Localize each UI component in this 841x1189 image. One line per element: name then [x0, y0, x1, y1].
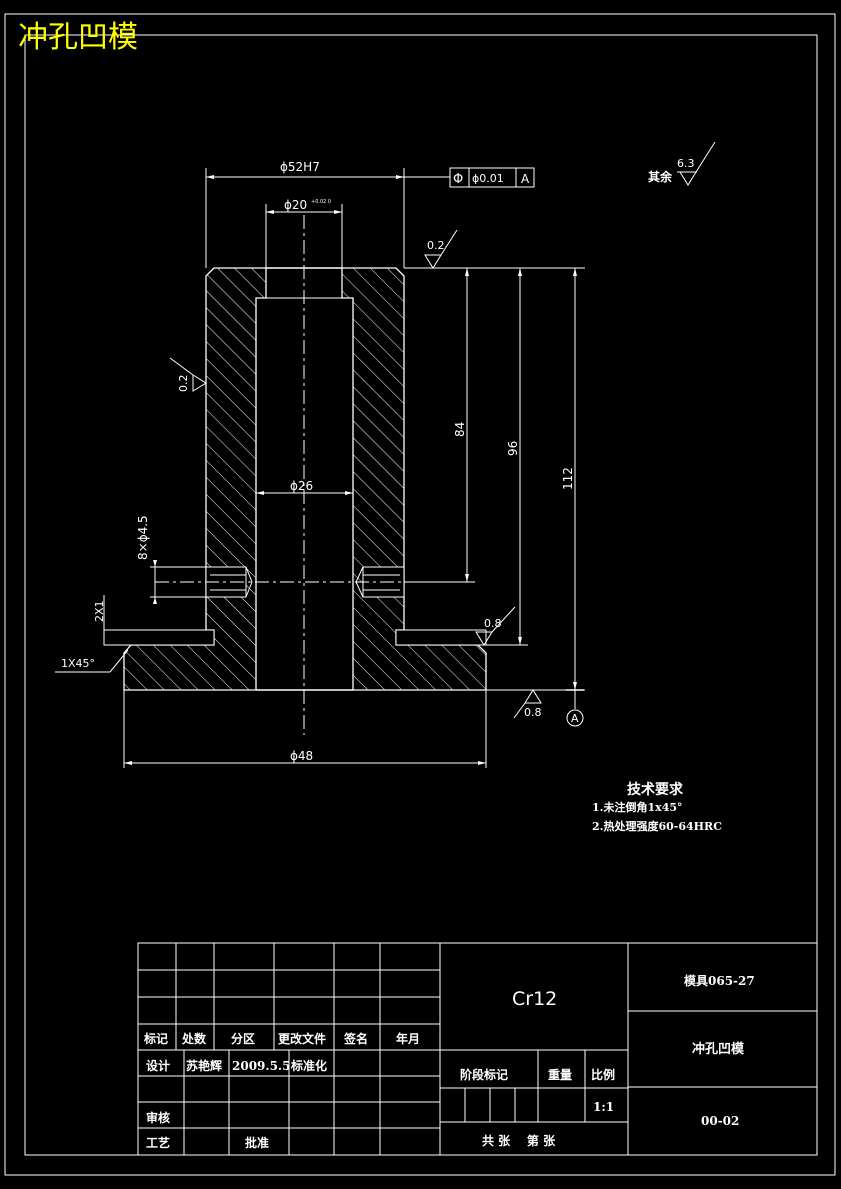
dim-96: 96 — [506, 441, 520, 456]
roughness-rest-value: 6.3 — [677, 157, 695, 170]
header-signature: 签名 — [343, 1031, 368, 1046]
part-code: 00-02 — [701, 1114, 739, 1128]
outer-border — [4, 13, 836, 1176]
weight-label: 重量 — [548, 1067, 572, 1082]
drawing-title: 冲孔凹模 — [18, 20, 138, 55]
part-section — [103, 215, 487, 735]
process-label: 工艺 — [146, 1135, 170, 1150]
header-mark: 标记 — [143, 1031, 168, 1046]
roughness-left: 0.2 — [177, 375, 190, 393]
dimensions: ϕ52H7 Φ ϕ0.01 A ϕ20 +0.02 0 ϕ26 ϕ48 — [55, 160, 585, 768]
scale-label: 比例 — [591, 1067, 615, 1082]
material-label: Cr12 — [512, 988, 557, 1010]
hatch-right — [341, 267, 487, 691]
dim-chamfer: 1X45° — [61, 657, 95, 670]
roughness-bottom: 0.8 — [524, 706, 542, 719]
tolerance-frame: Φ ϕ0.01 A — [449, 167, 535, 188]
part-name: 冲孔凹模 — [692, 1041, 745, 1057]
datum-marker — [566, 709, 584, 727]
review-label: 审核 — [146, 1110, 170, 1125]
title-block: 标记 处数 分区 更改文件 签名 年月 设计 苏艳辉 2009.5.5 标准化 … — [137, 942, 818, 1156]
design-date: 2009.5.5 — [232, 1059, 290, 1073]
roughness-right: 0.8 — [484, 617, 502, 630]
roughness-rest-label: 其余 — [648, 169, 673, 184]
dim-hole-mid: ϕ26 — [290, 479, 313, 493]
header-count: 处数 — [181, 1031, 207, 1046]
dim-base-diameter: ϕ48 — [290, 749, 313, 763]
tolerance-symbol: Φ — [453, 172, 463, 187]
tolerance-datum: A — [521, 172, 530, 186]
technical-notes: 技术要求 1.未注倒角1x45° 2.热处理强度60-64HRC — [592, 781, 722, 833]
dim-hole-top-tol: +0.02 0 — [311, 199, 331, 205]
standardize-label: 标准化 — [290, 1058, 327, 1073]
tolerance-value: ϕ0.01 — [472, 172, 504, 185]
sheets-label: 共 张 第 张 — [482, 1133, 556, 1148]
approve-label: 批准 — [245, 1135, 269, 1150]
dim-84: 84 — [453, 422, 467, 437]
drawing-number: 模具065-27 — [684, 973, 755, 988]
scale-value: 1:1 — [593, 1100, 614, 1114]
notes-heading: 技术要求 — [627, 781, 684, 798]
dim-outer-diameter: ϕ52H7 — [280, 160, 320, 174]
notes-item: 1.未注倒角1x45° — [592, 800, 683, 814]
dim-112: 112 — [561, 467, 575, 490]
roughness-marks: 0.2 0.2 0.8 0.8 其余 6.3 — [169, 141, 716, 719]
designer-name: 苏艳辉 — [186, 1058, 222, 1073]
roughness-top: 0.2 — [427, 239, 445, 252]
design-label: 设计 — [146, 1058, 170, 1073]
header-change-file: 更改文件 — [278, 1031, 326, 1046]
header-date: 年月 — [396, 1031, 420, 1046]
notes-item: 2.热处理强度60-64HRC — [592, 819, 722, 833]
dim-holes: 8×ϕ4.5 — [136, 515, 150, 560]
dim-groove: 2X1 — [93, 600, 106, 622]
hatch-left — [123, 267, 267, 691]
stage-mark-label: 阶段标记 — [460, 1067, 508, 1082]
dim-hole-top: ϕ20 — [284, 198, 307, 212]
datum-label: A — [571, 712, 579, 725]
header-zone: 分区 — [231, 1031, 255, 1046]
